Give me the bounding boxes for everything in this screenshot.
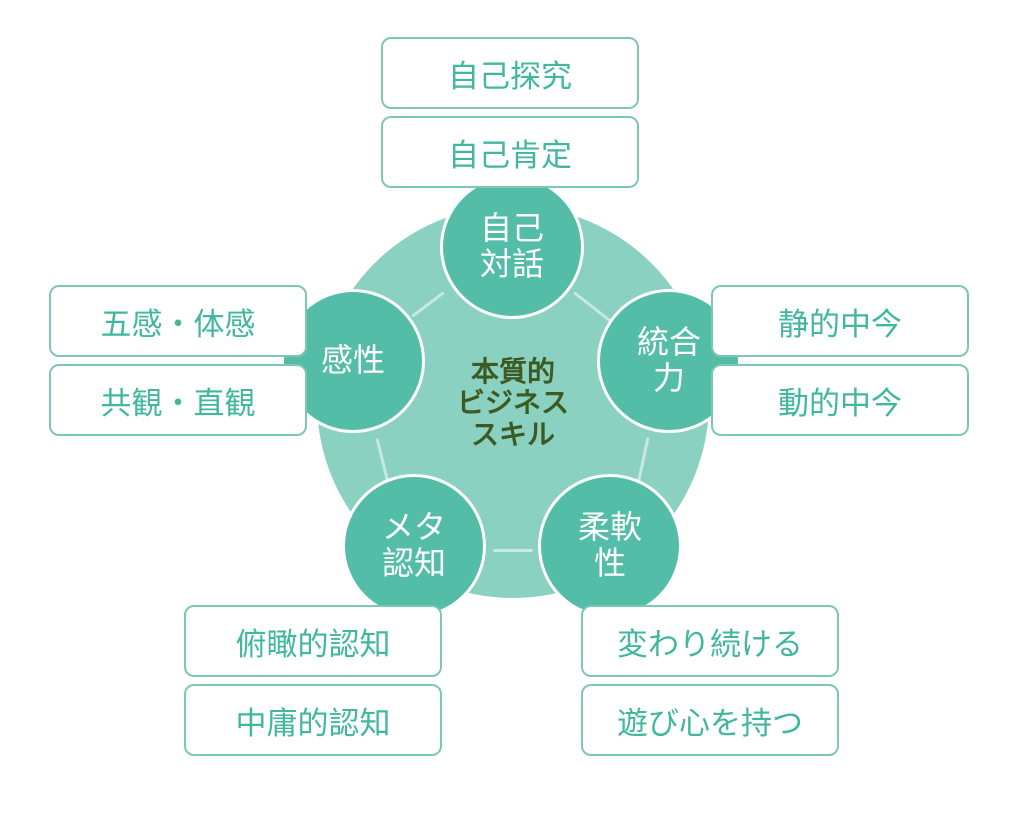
label-playful-mind[interactable]: 遊び心を持つ (581, 684, 839, 756)
label-five-senses-text: 五感・体感 (100, 306, 256, 343)
connector-flexibility-meta (493, 549, 533, 552)
label-bird-eye-cognition-text: 俯瞰的認知 (235, 626, 391, 663)
label-self-exploration[interactable]: 自己探究 (381, 37, 639, 109)
label-five-senses[interactable]: 五感・体感 (49, 285, 307, 357)
node-meta-cognition-label: メタ 認知 (381, 508, 446, 582)
label-self-affirmation[interactable]: 自己肯定 (381, 116, 639, 188)
node-integration-label: 統合 力 (636, 323, 701, 397)
label-moderate-cognition[interactable]: 中庸的認知 (184, 684, 442, 756)
node-meta-cognition[interactable]: メタ 認知 (342, 474, 486, 618)
node-self-dialogue[interactable]: 自己 対話 (440, 175, 584, 319)
node-flexibility-label: 柔軟 性 (577, 508, 642, 582)
label-self-affirmation-text: 自己肯定 (448, 137, 572, 174)
node-flexibility[interactable]: 柔軟 性 (538, 474, 682, 618)
label-dynamic-center[interactable]: 動的中今 (711, 364, 969, 436)
label-shared-intuition[interactable]: 共観・直観 (49, 364, 307, 436)
label-moderate-cognition-text: 中庸的認知 (235, 705, 391, 742)
label-keep-changing-text: 変わり続ける (617, 626, 803, 663)
node-sensibility-label: 感性 (320, 341, 385, 380)
center-label: 本質的 ビジネス スキル (456, 355, 569, 451)
label-static-center[interactable]: 静的中今 (711, 285, 969, 357)
label-dynamic-center-text: 動的中今 (778, 385, 902, 422)
label-bird-eye-cognition[interactable]: 俯瞰的認知 (184, 605, 442, 677)
label-static-center-text: 静的中今 (778, 306, 902, 343)
label-self-exploration-text: 自己探究 (448, 58, 572, 95)
node-self-dialogue-label: 自己 対話 (479, 209, 544, 283)
label-shared-intuition-text: 共観・直観 (100, 385, 256, 422)
label-playful-mind-text: 遊び心を持つ (617, 705, 803, 742)
label-keep-changing[interactable]: 変わり続ける (581, 605, 839, 677)
